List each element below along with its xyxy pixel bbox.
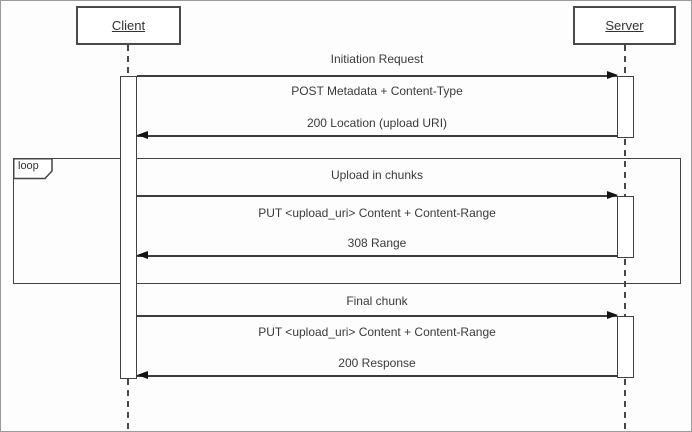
arrowhead-left-icon xyxy=(137,251,148,259)
request-message-line xyxy=(137,195,617,197)
response-message-label: 200 Location (upload URI) xyxy=(306,116,448,130)
arrowhead-right-icon xyxy=(607,191,618,199)
response-message-label: 308 Range xyxy=(347,236,407,250)
arrowhead-right-icon xyxy=(607,311,618,319)
arrowhead-left-icon xyxy=(137,371,148,379)
arrowhead-right-icon xyxy=(607,71,618,79)
actor-client-label: Client xyxy=(111,18,146,33)
actor-server: Server xyxy=(573,6,676,45)
server-lifeline-segment xyxy=(624,379,626,429)
response-message-line xyxy=(137,255,617,257)
request-message-label: PUT <upload_uri> Content + Content-Range xyxy=(258,325,496,339)
loop-operator-label: loop xyxy=(18,160,39,172)
server-lifeline-segment xyxy=(624,259,626,316)
server-lifeline-segment xyxy=(624,139,626,196)
response-message-label: 200 Response xyxy=(338,356,416,370)
loop-fragment xyxy=(13,158,681,284)
server-activation-bar xyxy=(617,76,634,138)
client-activation-bar xyxy=(120,76,137,379)
actor-server-label: Server xyxy=(605,18,644,33)
client-lifeline-segment xyxy=(127,379,129,429)
client-lifeline-segment xyxy=(127,45,129,76)
message-title: Upload in chunks xyxy=(330,168,424,182)
message-title: Initiation Request xyxy=(330,52,424,66)
server-activation-bar xyxy=(617,316,634,378)
response-message-line xyxy=(137,375,617,377)
request-message-label: PUT <upload_uri> Content + Content-Range xyxy=(258,206,496,220)
server-lifeline-segment xyxy=(624,45,626,76)
request-message-label: POST Metadata + Content-Type xyxy=(291,84,463,98)
arrowhead-left-icon xyxy=(137,131,148,139)
message-title: Final chunk xyxy=(346,294,408,308)
response-message-line xyxy=(137,135,617,137)
server-activation-bar xyxy=(617,196,634,258)
loop-operator-tag xyxy=(13,158,53,180)
actor-client: Client xyxy=(76,6,181,45)
request-message-line xyxy=(137,75,617,77)
request-message-line xyxy=(137,315,617,317)
